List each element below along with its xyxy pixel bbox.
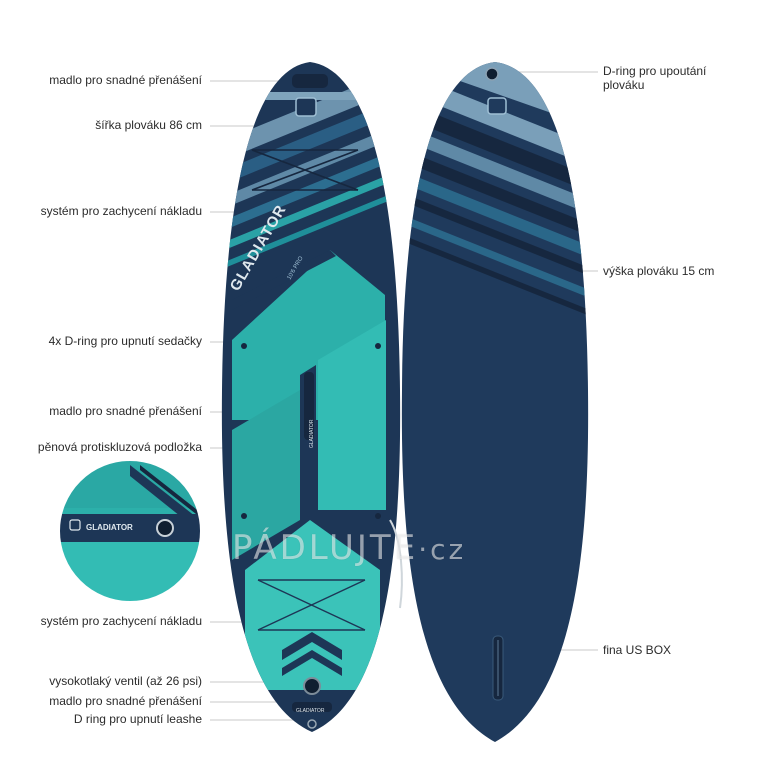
deck-logo-badge (295, 97, 317, 117)
nose-d-ring (485, 67, 499, 81)
hull-board (401, 62, 589, 742)
inset-brand: GLADIATOR (86, 523, 133, 532)
watermark-suffix: ·cz (418, 533, 467, 566)
label-nose-handle: madlo pro snadné přenášení (49, 73, 202, 87)
label-board-width: šířka plováku 86 cm (95, 118, 202, 132)
label-valve: vysokotlaký ventil (až 26 psi) (49, 674, 202, 688)
nose-bungee (251, 149, 359, 191)
pad-detail-inset: GLADIATOR (58, 459, 202, 603)
label-nose-d-ring-line2: plováku (603, 78, 645, 92)
watermark: PÁDLUJTE·cz (232, 528, 466, 568)
label-tail-handle: madlo pro snadné přenášení (49, 694, 202, 708)
watermark-main: PÁDLUJTE (232, 528, 419, 568)
label-nose-d-ring: D-ring pro upoutání plováku (603, 64, 706, 92)
leash-d-ring (307, 719, 317, 729)
center-handle (304, 372, 314, 440)
label-deck-pad: pěnová protiskluzová podložka (37, 440, 202, 454)
leash-cord (389, 519, 403, 609)
label-seat-d-rings: 4x D-ring pro upnutí sedačky (48, 334, 202, 348)
deck-tail-brand: GLADIATOR (296, 708, 325, 714)
seat-d-rings (241, 343, 381, 519)
main-pad (232, 390, 300, 560)
label-fin-box: fina US BOX (603, 643, 672, 657)
label-board-thickness: výška plováku 15 cm (603, 264, 715, 278)
nose-handle (292, 74, 328, 88)
valve (303, 677, 321, 695)
tail-bungee (257, 579, 366, 631)
hull-logo-badge (487, 97, 507, 115)
label-front-cargo: systém pro zachycení nákladu (40, 204, 202, 218)
tail-handle (292, 702, 332, 712)
label-center-handle: madlo pro snadné přenášení (49, 404, 202, 418)
pad-brand: GLADIATOR (309, 419, 315, 448)
label-nose-d-ring-line1: D-ring pro upoutání (603, 64, 707, 78)
deck-board: GLADIATOR 10'6 PRO GLADIATOR GLADIATOR (221, 62, 401, 732)
label-rear-cargo: systém pro zachycení nákladu (40, 614, 202, 628)
label-leash-d-ring: D ring pro upnutí leashe (73, 712, 202, 726)
hull-nose-stripes (401, 62, 589, 320)
